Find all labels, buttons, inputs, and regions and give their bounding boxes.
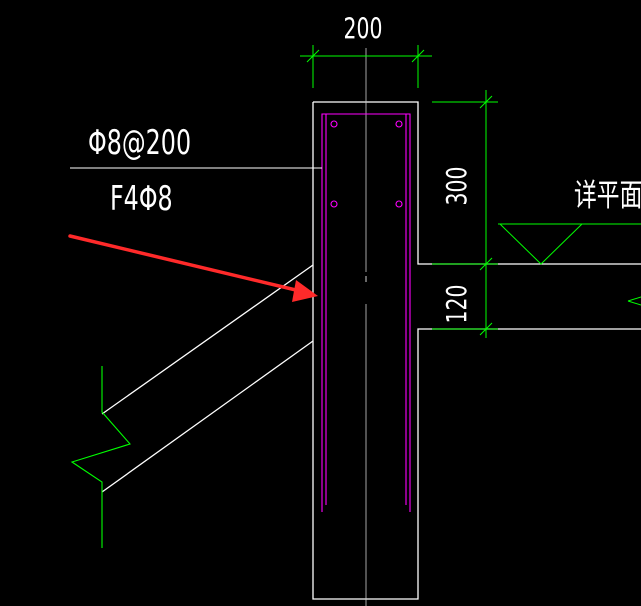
arrow-head [292,280,318,302]
rebar-spec-label: Φ8@200 [88,123,191,162]
column-outline [313,101,641,265]
dim-tick-left [306,49,320,63]
longitudinal-spec-label: F4Φ8 [110,179,173,218]
rebar-dot [330,200,338,208]
rebar-dot [395,120,403,128]
rebar-dot [330,120,338,128]
elevation-marker-right-b [627,300,641,306]
concrete-outline [101,101,641,600]
red-arrow [68,234,318,302]
break-line [70,366,131,548]
dim-tick-mid [479,257,493,271]
elevation-marker-right [627,296,641,302]
dim-tick-bottom [479,322,493,336]
rebar-dot [395,200,403,208]
elevation-marker [498,223,641,306]
stirrup-outer [321,113,411,512]
elevation-triangle [499,223,583,265]
dim-height-upper-label: 300 [440,167,473,206]
dimension-height [432,90,498,338]
dim-tick-top [479,95,493,109]
dim-width-label: 200 [344,12,383,45]
dimension-width [300,45,432,88]
section-note-label: 详平面 [574,179,641,214]
rebar-cage [321,113,411,512]
column-outline-lower [312,102,641,600]
dim-height-lower-label: 120 [440,285,473,324]
slope-line-upper [101,264,314,415]
dim-tick-right [411,49,425,63]
arrow-shaft [68,234,302,293]
center-gap [360,272,372,304]
slope-line-lower [101,340,314,493]
